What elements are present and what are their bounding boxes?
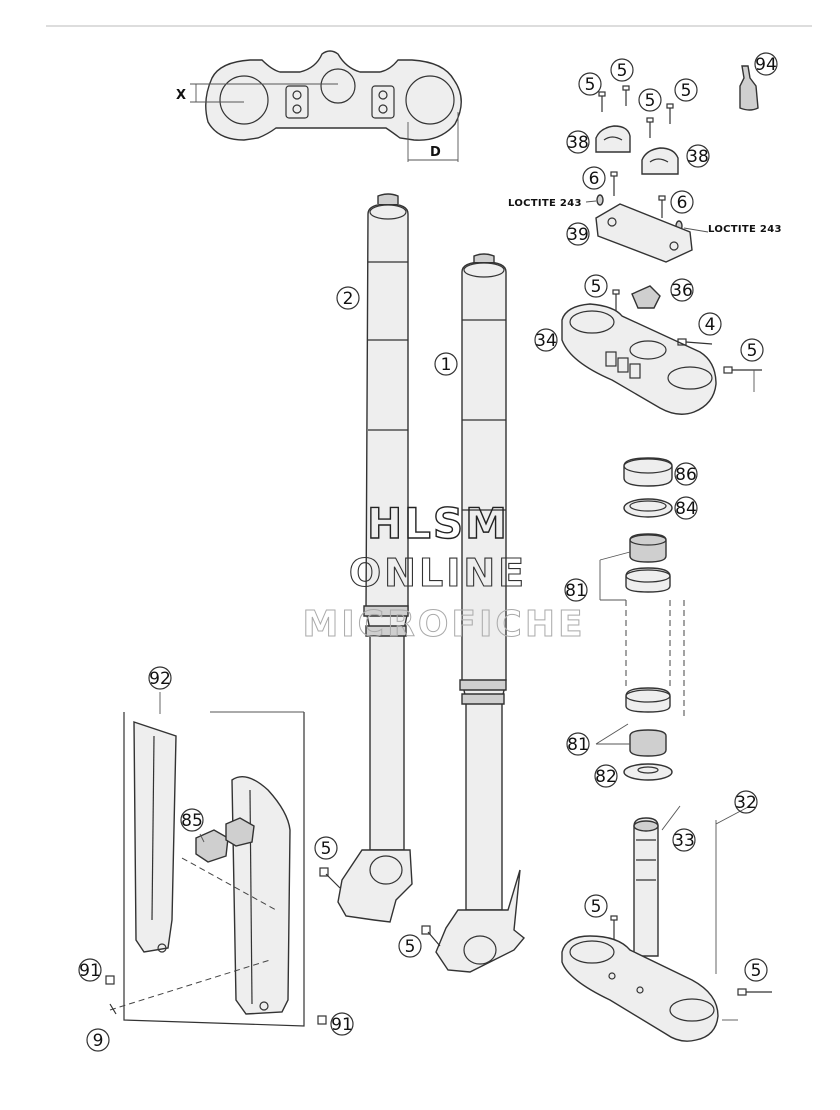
callout-4: 4: [698, 312, 722, 336]
callout-84: 84: [674, 496, 698, 520]
callout-91a: 91: [78, 958, 102, 982]
callout-5g: 5: [314, 836, 338, 860]
svg-text:81: 81: [567, 735, 589, 755]
svg-text:5: 5: [321, 839, 332, 859]
callout-92: 92: [148, 666, 172, 690]
fork-protector-group: [105, 711, 327, 1027]
callout-5f: 5: [740, 338, 764, 362]
svg-text:85: 85: [181, 811, 203, 831]
callout-36: 36: [670, 278, 694, 302]
callout-81a: 81: [564, 578, 588, 602]
callout-5e: 5: [584, 274, 608, 298]
callout-2: 2: [336, 286, 360, 310]
watermark-line-3: MICROFICHE: [302, 604, 585, 645]
callout-81b: 81: [566, 732, 590, 756]
callout-33: 33: [672, 828, 696, 852]
callout-5j: 5: [744, 958, 768, 982]
callout-5c: 5: [638, 88, 662, 112]
callout-82: 82: [594, 764, 618, 788]
svg-text:32: 32: [735, 793, 757, 813]
callout-1: 1: [434, 352, 458, 376]
callout-85: 85: [180, 808, 204, 832]
svg-text:38: 38: [567, 133, 589, 153]
svg-text:91: 91: [79, 961, 101, 981]
svg-text:6: 6: [677, 193, 688, 213]
svg-text:91: 91: [331, 1015, 353, 1035]
svg-text:33: 33: [673, 831, 695, 851]
leader-lines: [159, 692, 751, 843]
svg-text:4: 4: [705, 315, 716, 335]
callout-94: 94: [754, 52, 778, 76]
watermark-line-1: HLSM: [367, 499, 509, 548]
handlebar-clamp-assembly: [585, 65, 759, 263]
svg-text:6: 6: [589, 169, 600, 189]
steering-bearing-set: [595, 457, 685, 781]
callout-5b: 5: [610, 58, 634, 82]
svg-text:86: 86: [675, 465, 697, 485]
svg-text:5: 5: [585, 75, 596, 95]
svg-text:94: 94: [755, 55, 777, 75]
svg-text:5: 5: [645, 91, 656, 111]
svg-text:81: 81: [565, 581, 587, 601]
svg-text:39: 39: [567, 225, 589, 245]
callout-5a: 5: [578, 72, 602, 96]
svg-text:5: 5: [681, 81, 692, 101]
svg-text:5: 5: [751, 961, 762, 981]
callout-38a: 38: [566, 130, 590, 154]
callout-6a: 6: [582, 166, 606, 190]
svg-text:5: 5: [405, 937, 416, 957]
callout-5h: 5: [398, 934, 422, 958]
callout-5d: 5: [674, 78, 698, 102]
callout-38b: 38: [686, 144, 710, 168]
upper-triple-clamp: [561, 285, 762, 415]
svg-text:5: 5: [747, 341, 758, 361]
fork-leg-right: [319, 253, 525, 973]
callout-34: 34: [534, 328, 558, 352]
svg-text:9: 9: [93, 1031, 104, 1051]
watermark-line-2: ONLINE: [349, 551, 527, 595]
loctite-label-left: LOCTITE 243: [508, 198, 582, 209]
svg-text:2: 2: [343, 289, 354, 309]
fork-leg-left: [337, 193, 413, 923]
triple-clamp-dimension-view: [190, 50, 462, 162]
callout-9: 9: [86, 1028, 110, 1052]
svg-text:5: 5: [617, 61, 628, 81]
svg-text:92: 92: [149, 669, 171, 689]
callout-91b: 91: [330, 1012, 354, 1036]
svg-text:36: 36: [671, 281, 693, 301]
callout-32: 32: [734, 790, 758, 814]
callout-39: 39: [566, 222, 590, 246]
svg-text:1: 1: [441, 355, 452, 375]
loctite-bottle: [739, 65, 759, 111]
callout-5i: 5: [584, 894, 608, 918]
svg-text:38: 38: [687, 147, 709, 167]
callout-6b: 6: [670, 190, 694, 214]
dimension-d-label: D: [430, 145, 441, 160]
svg-text:34: 34: [535, 331, 557, 351]
svg-text:84: 84: [675, 499, 697, 519]
lower-triple-clamp: [561, 817, 772, 1042]
svg-text:82: 82: [595, 767, 617, 787]
svg-text:5: 5: [591, 277, 602, 297]
svg-text:5: 5: [591, 897, 602, 917]
dimension-x-label: X: [176, 88, 186, 103]
loctite-label-right: LOCTITE 243: [708, 224, 782, 235]
callout-86: 86: [674, 462, 698, 486]
